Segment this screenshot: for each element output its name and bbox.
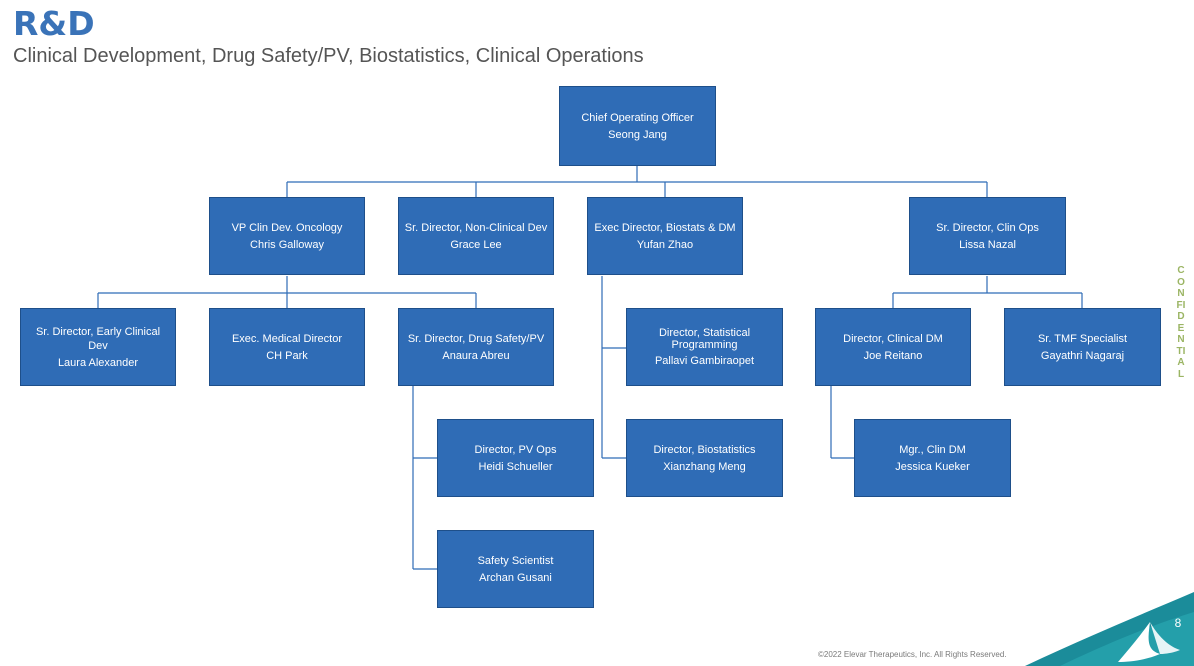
org-box-pv-ops: Director, PV Ops Heidi Schueller xyxy=(437,419,594,497)
org-box-clin-dm-mgr: Mgr., Clin DM Jessica Kueker xyxy=(854,419,1011,497)
org-box-exec-medical: Exec. Medical Director CH Park xyxy=(209,308,365,386)
org-box-role: Director, PV Ops xyxy=(474,443,557,456)
org-box-clinical-dm: Director, Clinical DM Joe Reitano xyxy=(815,308,971,386)
org-box-biostats-dm: Exec Director, Biostats & DM Yufan Zhao xyxy=(587,197,743,275)
connector-coo-level2 xyxy=(286,165,988,197)
connector-clin-ops-reports xyxy=(892,276,1083,308)
org-box-vp-clin-dev: VP Clin Dev. Oncology Chris Galloway xyxy=(209,197,365,275)
org-box-role: Director, Clinical DM xyxy=(843,332,943,345)
org-box-role: Sr. TMF Specialist xyxy=(1037,332,1128,345)
org-box-role: Sr. Director, Drug Safety/PV xyxy=(407,332,545,345)
slide-title: R&D xyxy=(13,4,95,43)
org-box-role: Sr. Director, Early Clinical Dev xyxy=(35,325,161,352)
org-box-name: Gayathri Nagaraj xyxy=(1040,349,1125,362)
org-box-name: Chris Galloway xyxy=(250,238,324,251)
org-box-role: VP Clin Dev. Oncology xyxy=(231,221,343,234)
org-box-name: Joe Reitano xyxy=(863,349,923,362)
org-box-name: Seong Jang xyxy=(608,128,667,141)
org-box-role: Director, Statistical Programming xyxy=(658,326,751,351)
connector-drug-safety-reports xyxy=(412,386,437,570)
org-box-clin-ops: Sr. Director, Clin Ops Lissa Nazal xyxy=(909,197,1066,275)
org-box-stat-programming: Director, Statistical Programming Pallav… xyxy=(626,308,783,386)
copyright-notice: ©2022 Elevar Therapeutics, Inc. All Righ… xyxy=(818,650,1007,659)
org-box-name: Archan Gusani xyxy=(479,571,552,584)
org-box-name: Heidi Schueller xyxy=(478,460,553,473)
org-box-biostatistics: Director, Biostatistics Xianzhang Meng xyxy=(626,419,783,497)
org-box-name: Pallavi Gambiraopet xyxy=(654,354,755,367)
confidential-label: CONFIDENTIAL xyxy=(1176,265,1186,380)
org-box-coo: Chief Operating Officer Seong Jang xyxy=(559,86,716,166)
org-box-name: CH Park xyxy=(266,349,308,362)
org-box-name: Laura Alexander xyxy=(57,356,139,369)
org-box-role: Exec Director, Biostats & DM xyxy=(594,221,736,234)
org-box-name: Yufan Zhao xyxy=(636,238,694,251)
org-box-name: Jessica Kueker xyxy=(895,460,970,473)
org-box-name: Anaura Abreu xyxy=(442,349,510,362)
connector-vp-clin-dev-reports xyxy=(97,276,477,308)
connector-biostats-reports xyxy=(601,276,626,459)
org-box-role: Safety Scientist xyxy=(477,554,554,567)
connector-clinical-dm-reports xyxy=(830,386,854,459)
org-box-role: Director, Biostatistics xyxy=(653,443,756,456)
org-box-role: Mgr., Clin DM xyxy=(899,443,966,456)
slide-subtitle: Clinical Development, Drug Safety/PV, Bi… xyxy=(13,45,644,67)
org-box-name: Grace Lee xyxy=(450,238,502,251)
org-box-name: Xianzhang Meng xyxy=(663,460,746,473)
org-box-tmf-specialist: Sr. TMF Specialist Gayathri Nagaraj xyxy=(1004,308,1161,386)
org-box-role: Chief Operating Officer xyxy=(581,111,694,124)
org-box-role: Exec. Medical Director xyxy=(231,332,343,345)
org-box-role: Sr. Director, Non-Clinical Dev xyxy=(404,221,548,234)
org-box-drug-safety: Sr. Director, Drug Safety/PV Anaura Abre… xyxy=(398,308,554,386)
org-box-name: Lissa Nazal xyxy=(959,238,1016,251)
org-box-safety-scientist: Safety Scientist Archan Gusani xyxy=(437,530,594,608)
org-box-early-clinical: Sr. Director, Early Clinical Dev Laura A… xyxy=(20,308,176,386)
org-box-role: Sr. Director, Clin Ops xyxy=(936,221,1039,234)
page-number: 8 xyxy=(1174,616,1182,630)
org-box-non-clinical: Sr. Director, Non-Clinical Dev Grace Lee xyxy=(398,197,554,275)
